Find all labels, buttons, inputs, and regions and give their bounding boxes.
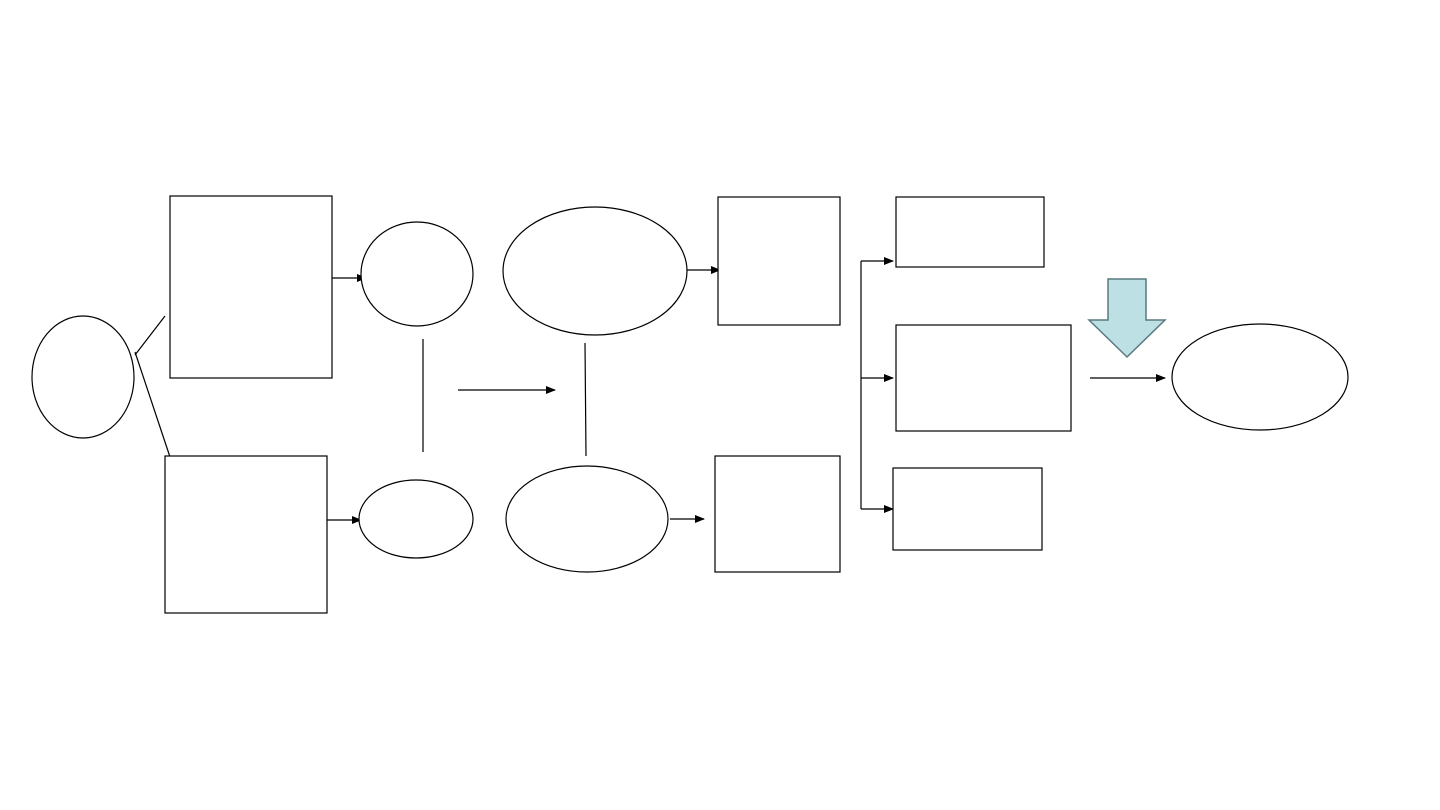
start-ellipse: [31, 315, 135, 439]
connector-start-to-lower-box: [134, 351, 171, 458]
upper-left-box: [169, 195, 333, 379]
middle-output-box: [895, 324, 1072, 432]
lower-small-ellipse: [358, 479, 474, 559]
top-output-box: [895, 196, 1045, 268]
upper-large-ellipse: [502, 206, 688, 336]
bottom-output-box: [892, 467, 1043, 551]
upper-right-box: [717, 196, 841, 326]
upper-small-circle: [360, 221, 474, 327]
connector-large-ellipses: [584, 342, 587, 457]
down-arrow-icon: [1087, 278, 1167, 359]
connector-start-to-upper-box: [134, 315, 166, 356]
lower-large-ellipse: [505, 465, 669, 573]
lower-right-box: [714, 455, 841, 573]
final-ellipse: [1171, 323, 1349, 431]
lower-left-box: [164, 455, 328, 614]
